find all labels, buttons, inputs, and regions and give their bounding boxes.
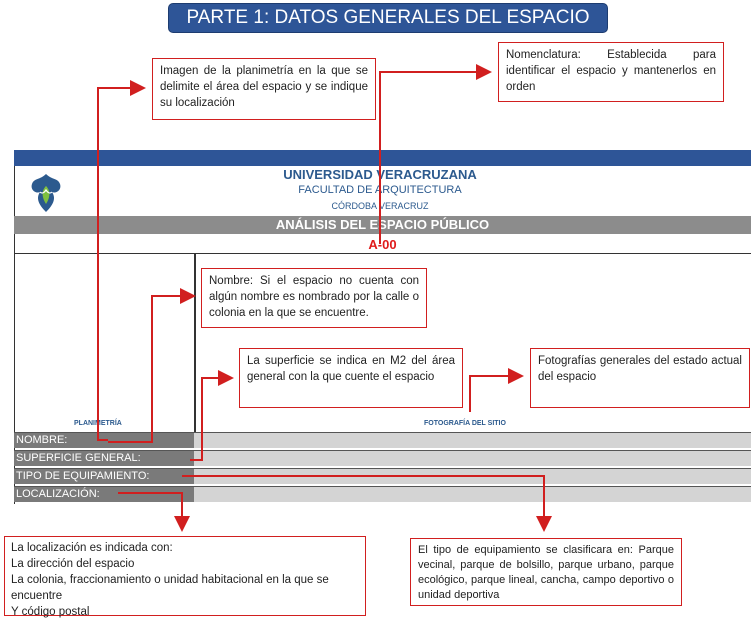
analysis-title: ANÁLISIS DEL ESPACIO PÚBLICO [14, 216, 751, 234]
arrow-nomenclatura [379, 64, 492, 244]
note-equipamiento: El tipo de equipamiento se clasificara e… [410, 538, 682, 606]
note-planimetria: Imagen de la planimetría en la que se de… [152, 58, 376, 120]
note-superficie: La superficie se indica en M2 del área g… [239, 348, 463, 408]
arrow-fotografias [469, 368, 524, 412]
field-value-superficie[interactable] [194, 451, 751, 466]
note-localizacion: La localización es indicada con: La dire… [4, 536, 366, 618]
note-nomenclatura: Nomenclatura: Establecida para identific… [498, 42, 724, 102]
fotografia-caption: FOTOGRAFÍA DEL SITIO [424, 420, 506, 427]
field-row-localizacion: LOCALIZACIÓN: [14, 486, 751, 502]
university-logo-icon [31, 174, 61, 212]
field-label-nombre: NOMBRE: [14, 433, 194, 448]
field-row-superficie: SUPERFICIE GENERAL: [14, 450, 751, 466]
field-label-superficie: SUPERFICIE GENERAL: [14, 451, 194, 466]
note-localizacion-line: La dirección del espacio [11, 558, 135, 570]
sheet-top-bar [14, 150, 751, 166]
field-label-localizacion: LOCALIZACIÓN: [14, 487, 194, 502]
arrow-equipamiento [182, 475, 552, 532]
arrow-superficie [190, 370, 234, 461]
field-value-nombre[interactable] [194, 433, 751, 448]
arrow-planimetria [97, 80, 146, 441]
field-label-tipo: TIPO DE EQUIPAMIENTO: [14, 469, 194, 484]
note-localizacion-line: Y código postal [11, 606, 90, 618]
arrow-nombre [108, 288, 196, 443]
column-divider [194, 254, 196, 432]
field-value-localizacion[interactable] [194, 487, 751, 502]
arrow-localizacion [118, 492, 190, 532]
note-fotografias: Fotografías generales del estado actual … [530, 348, 750, 408]
section-banner: PARTE 1: DATOS GENERALES DEL ESPACIO [168, 3, 608, 33]
field-row-nombre: NOMBRE: [14, 432, 751, 448]
note-localizacion-line: La colonia, fraccionamiento o unidad hab… [11, 574, 329, 602]
note-localizacion-line: La localización es indicada con: [11, 542, 173, 554]
analysis-sheet [14, 150, 751, 504]
note-nombre: Nombre: Si el espacio no cuenta con algú… [201, 268, 427, 328]
space-code: A-00 [14, 236, 751, 254]
